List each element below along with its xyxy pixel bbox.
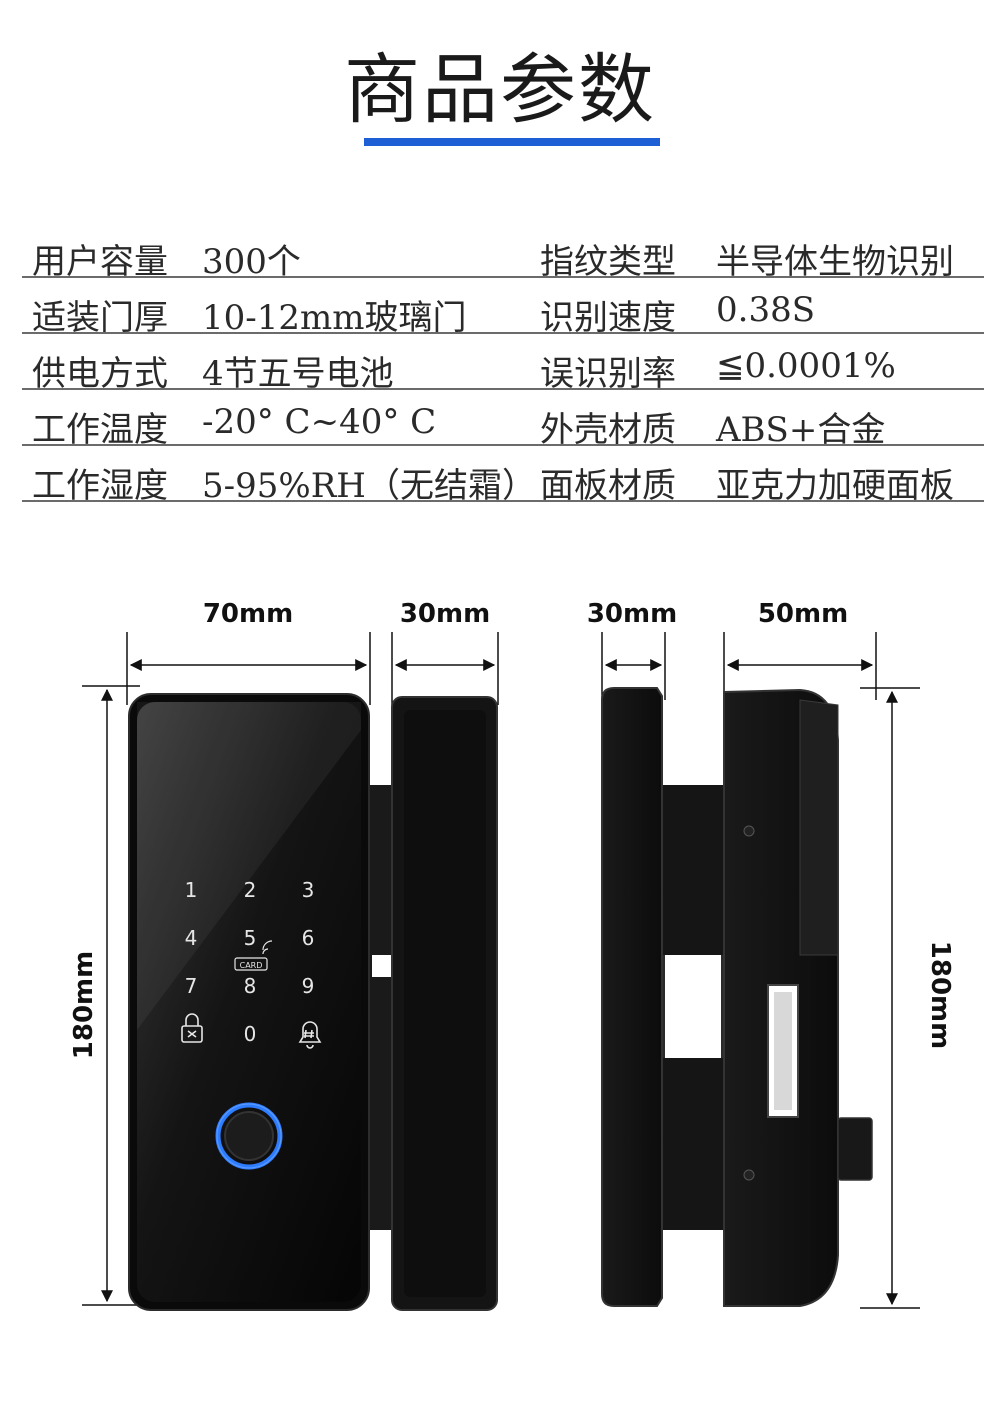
bell-icon [298,1021,322,1049]
spec-value: 亚克力加硬面板 [716,466,954,506]
page-title: 商品参数 [344,45,656,134]
keypad-key: 2 [244,878,257,902]
card-icon: CARD [234,940,273,971]
keypad-key: 6 [302,926,315,950]
keypad-key: 8 [244,974,257,998]
spec-row: 用户容量 300个 指纹类型 半导体生物识别 [22,220,984,282]
keypad-key: 1 [185,878,198,902]
spec-value: -20° C~40° C [202,402,437,442]
spec-label: 工作湿度 [32,466,168,506]
dim-front-width: 70mm [203,599,293,629]
keypad-key: 0 [244,1022,257,1046]
spec-row: 适装门厚 10-12mm玻璃门 识别速度 0.38S [22,276,984,338]
spec-label: 供电方式 [32,354,168,394]
spec-label: 指纹类型 [540,242,676,282]
spec-row: 工作湿度 5-95%RH（无结霜） 面板材质 亚克力加硬面板 [22,444,984,506]
spec-label: 识别速度 [540,298,676,338]
lock-front-view: 1 2 3 4 5 6 7 8 9 0 CARD [128,693,498,1311]
spec-value: 半导体生物识别 [716,242,954,282]
svg-text:CARD: CARD [240,961,263,970]
lock-side-view [601,687,873,1307]
spec-label: 误识别率 [540,354,676,394]
spec-label: 工作温度 [32,410,168,450]
spec-value: 300个 [202,242,301,282]
dim-side-depth: 30mm [587,599,677,629]
keypad-key: 5 [244,926,257,950]
dimension-lines [82,632,920,1309]
spec-value: 0.38S [716,290,815,330]
dim-front-depth: 30mm [400,599,490,629]
spec-label: 适装门厚 [32,298,168,338]
dim-side-width: 50mm [758,599,848,629]
spec-label: 外壳材质 [540,410,676,450]
dim-side-height: 180mm [925,941,955,1049]
keypad: 1 2 3 4 5 6 7 8 9 0 [185,878,315,1046]
spec-value: 4节五号电池 [202,354,394,394]
spec-label: 面板材质 [540,466,676,506]
spec-row: 供电方式 4节五号电池 误识别率 ≦0.0001% [22,332,984,394]
spec-value: 5-95%RH（无结霜） [202,466,536,506]
keypad-key: 9 [302,974,315,998]
keypad-key: 4 [185,926,198,950]
keypad-key: 7 [185,974,198,998]
keypad-key: 3 [302,878,315,902]
spec-value: 10-12mm玻璃门 [202,298,467,338]
lock-icon [181,1013,203,1043]
title-underline [364,138,660,146]
dim-front-height: 180mm [69,951,99,1059]
spec-label: 用户容量 [32,242,168,282]
spec-value: ≦0.0001% [716,346,896,386]
spec-value: ABS+合金 [716,410,886,450]
spec-row: 工作温度 -20° C~40° C 外壳材质 ABS+合金 [22,388,984,450]
fingerprint-sensor-icon [215,1102,283,1170]
